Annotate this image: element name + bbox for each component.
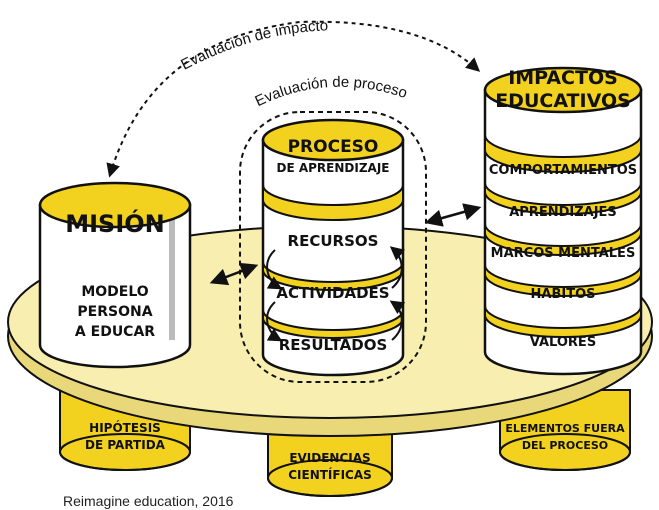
arrow-proceso-impactos [424,203,482,227]
proceso-title-1: PROCESO [288,137,379,157]
source-caption: Reimagine education, 2016 [63,493,234,509]
process-evaluation-label: Evaluación de proceso [252,74,409,110]
cycle-arrow-right-top [389,246,406,289]
arrow-mision-proceso [209,262,259,286]
cycle-arrow-right-bottom [389,300,406,341]
cycle-arrow-left-top [266,249,283,290]
impactos-title-1: IMPACTOS [508,67,618,89]
impact-marcos-mentales: MARCOS MENTALES [491,246,636,261]
impact-aprendizajes: APRENDIZAJES [509,205,617,220]
mision-title: MISIÓN [65,208,165,238]
step-actividades: ACTIVIDADES [276,284,389,302]
impact-habitos: HÁBITOS [531,286,596,302]
impact-valores: VALORES [530,335,596,350]
step-resultados: RESULTADOS [279,336,388,354]
impactos-stack: IMPACTOS EDUCATIVOS COMPORTAMIENTOS APRE… [483,66,643,376]
base-right-line-2: DEL PROCESO [522,439,608,452]
base-left-line-2: DE PARTIDA [85,438,166,452]
mision-line-2: PERSONA [77,304,152,320]
base-center-line-1: EVIDENCIAS [289,451,370,465]
base-center-line-2: CIENTÍFICAS [288,467,372,482]
mision-cylinder: MISIÓN MODELO PERSONA A EDUCAR [38,181,192,369]
impact-evaluation-label: Evaluación de impacto [178,17,328,73]
base-right-line-1: ELEMENTOS FUERA [505,422,625,435]
mision-line-1: MODELO [81,284,148,300]
impact-evaluation-arc [106,20,481,178]
proceso-title-2: DE APRENDIZAJE [277,161,390,175]
impactos-title-2: EDUCATIVOS [495,90,631,112]
base-left-line-1: HIPÓTESIS [89,420,161,435]
proceso-stack: PROCESO DE APRENDIZAJE RECURSOS ACTIVIDA… [261,118,406,377]
process-dashed-boundary [239,111,427,383]
impact-comportamientos: COMPORTAMIENTOS [489,163,637,178]
mision-line-3: A EDUCAR [75,324,155,340]
step-recursos: RECURSOS [288,232,379,250]
cycle-arrow-left-bottom [266,301,283,342]
